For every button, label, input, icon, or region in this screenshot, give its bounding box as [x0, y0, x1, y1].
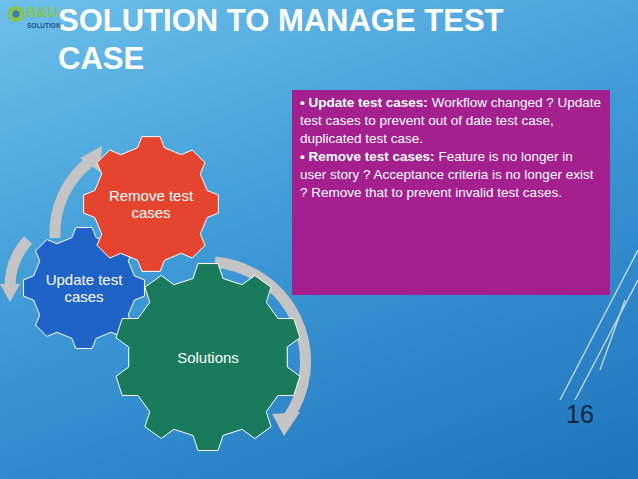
gear-label: Remove test cases [108, 187, 194, 221]
logo-text: B&U [26, 3, 59, 20]
arrow-head [272, 412, 300, 436]
bullet: • Remove test cases:Feature is no longer… [300, 148, 602, 202]
deco-line [575, 280, 638, 400]
page-number: 16 [566, 400, 594, 429]
logo-mark [13, 11, 20, 18]
gear-label: Update test cases [46, 271, 123, 305]
arrow-head [80, 146, 102, 172]
logo-subtext: SOLUTION [27, 22, 61, 29]
slide-title: SOLUTION TO MANAGE TEST CASE [58, 2, 578, 78]
deco-line [600, 300, 625, 370]
bullet: • Update test cases:Workflow changed ? U… [300, 94, 602, 148]
gear-shape: Solutions [113, 262, 303, 452]
logo [8, 6, 24, 22]
gear-shape: Remove test cases [82, 135, 220, 273]
arrow-head [0, 284, 20, 302]
gear-label: Solutions [149, 349, 267, 366]
bullet-heading: • Remove test cases: [300, 149, 435, 164]
gear-path [116, 264, 300, 451]
gear-path [84, 137, 219, 272]
logo-mark [8, 6, 24, 22]
bullet-heading: • Update test cases: [300, 95, 428, 110]
text-box: • Update test cases:Workflow changed ? U… [292, 90, 610, 295]
